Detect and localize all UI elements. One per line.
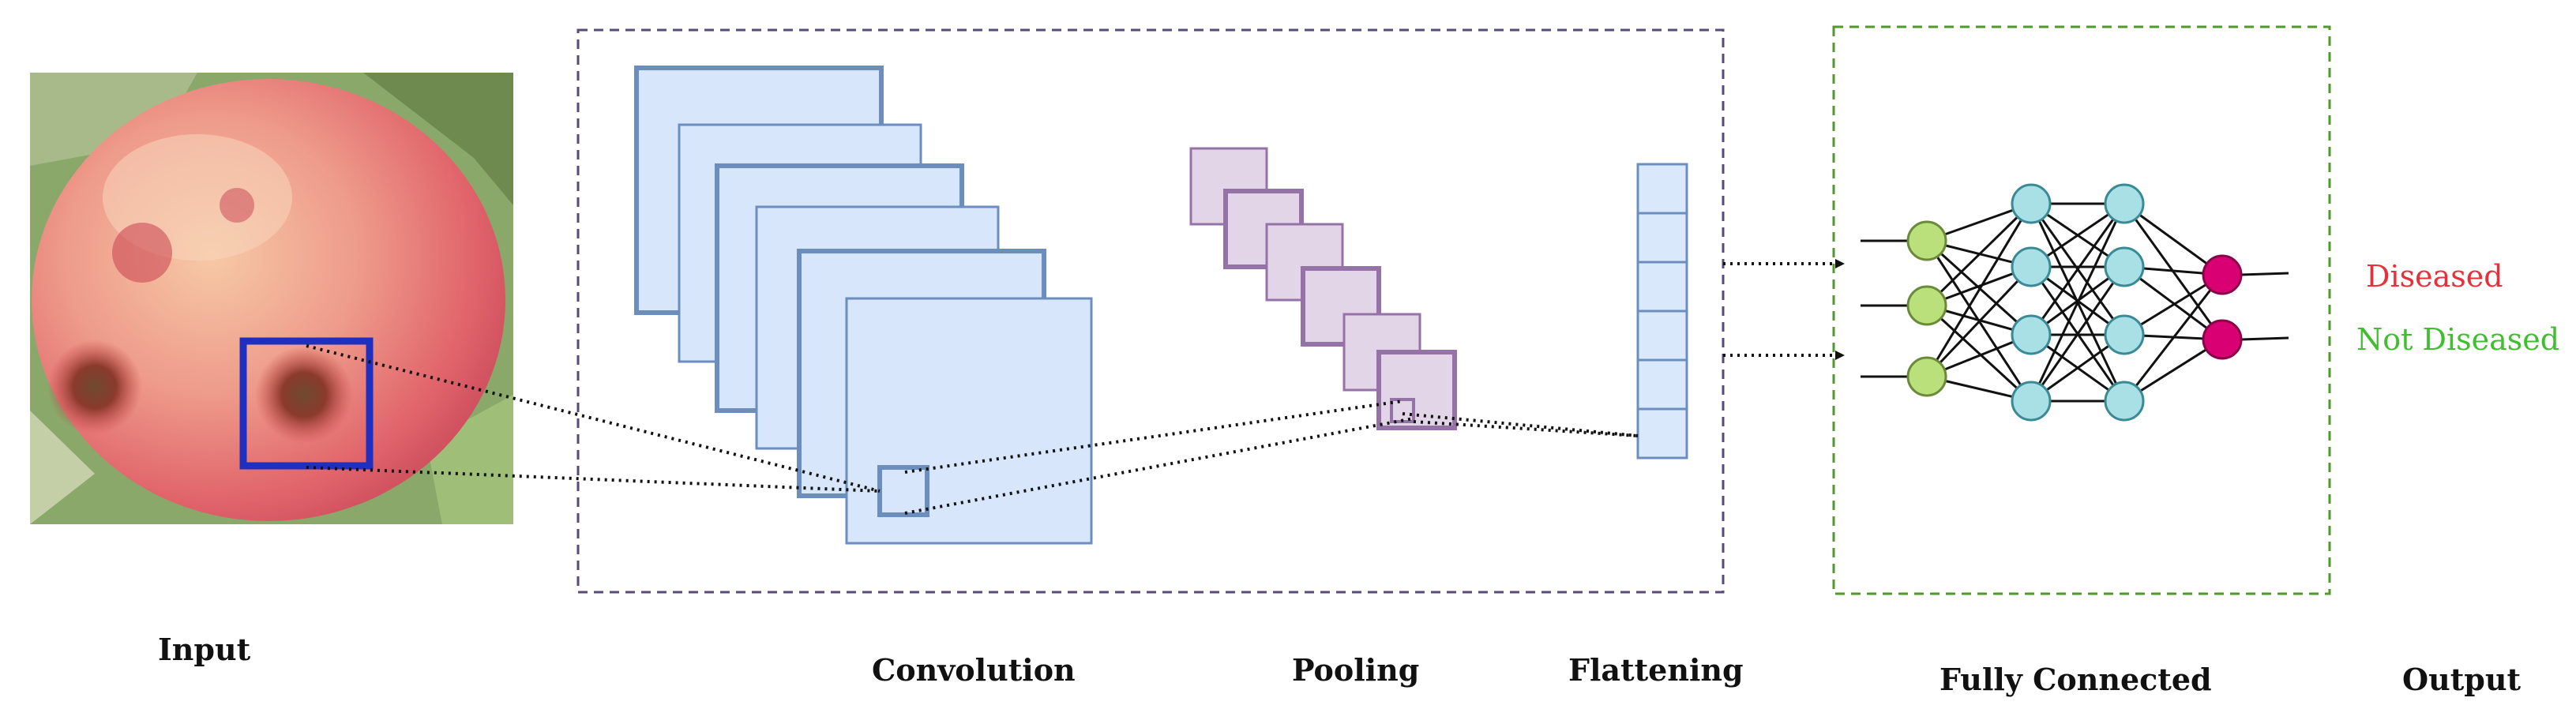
stage-label-convolution: Convolution <box>872 652 1076 688</box>
stage-label-flattening: Flattening <box>1568 652 1744 688</box>
input-image <box>30 73 513 524</box>
connection-line <box>2124 202 2223 276</box>
connection-line <box>2030 203 2126 402</box>
stage-label-output: Output <box>2402 662 2522 697</box>
network-neurons <box>1906 183 2243 422</box>
output-stub-line <box>2240 272 2289 276</box>
hidden-neuron-l2 <box>2104 183 2145 224</box>
output-neuron <box>2202 319 2243 360</box>
output-class-not-diseased: Not Diseased <box>2356 322 2560 357</box>
hidden-neuron-l1 <box>2011 183 2052 224</box>
connection-line <box>2123 274 2224 402</box>
connection-line <box>1925 304 2033 403</box>
stage-label-input: Input <box>158 632 251 667</box>
convolution-feature-maps <box>634 66 1093 545</box>
connection-line <box>2030 203 2126 336</box>
stage-label-pooling: Pooling <box>1292 652 1420 688</box>
connection-line <box>2124 265 2223 341</box>
projection-lines <box>306 344 1639 515</box>
connection-line <box>1925 265 2033 378</box>
output-class-diseased: Diseased <box>2366 259 2503 294</box>
input-neuron <box>1906 356 1947 397</box>
connection-line <box>1925 202 2033 307</box>
feature-extraction-box <box>576 28 1725 594</box>
hidden-neuron-l1 <box>2011 381 2052 422</box>
input-neuron <box>1906 220 1947 261</box>
flatten-to-fc-arrows <box>1723 259 1845 360</box>
hidden-neuron-l2 <box>2104 381 2145 422</box>
connection-line <box>1925 239 2033 336</box>
pooling-feature-maps <box>1189 147 1457 430</box>
connection-line <box>1925 203 2033 377</box>
hidden-neuron-l1 <box>2011 314 2052 355</box>
hidden-neuron-l2 <box>2104 246 2145 287</box>
fully-connected-box <box>1832 25 2331 595</box>
hidden-neuron-l2 <box>2104 314 2145 355</box>
stage-label-fully-connected: Fully Connected <box>1940 662 2212 697</box>
region-of-interest-box <box>239 337 374 470</box>
input-neuron <box>1906 285 1947 326</box>
output-neuron <box>2202 254 2243 295</box>
output-stub-line <box>2240 336 2289 341</box>
connection-line <box>2030 266 2126 402</box>
hidden-neuron-l1 <box>2011 246 2052 287</box>
flattened-vector <box>1636 163 1688 460</box>
